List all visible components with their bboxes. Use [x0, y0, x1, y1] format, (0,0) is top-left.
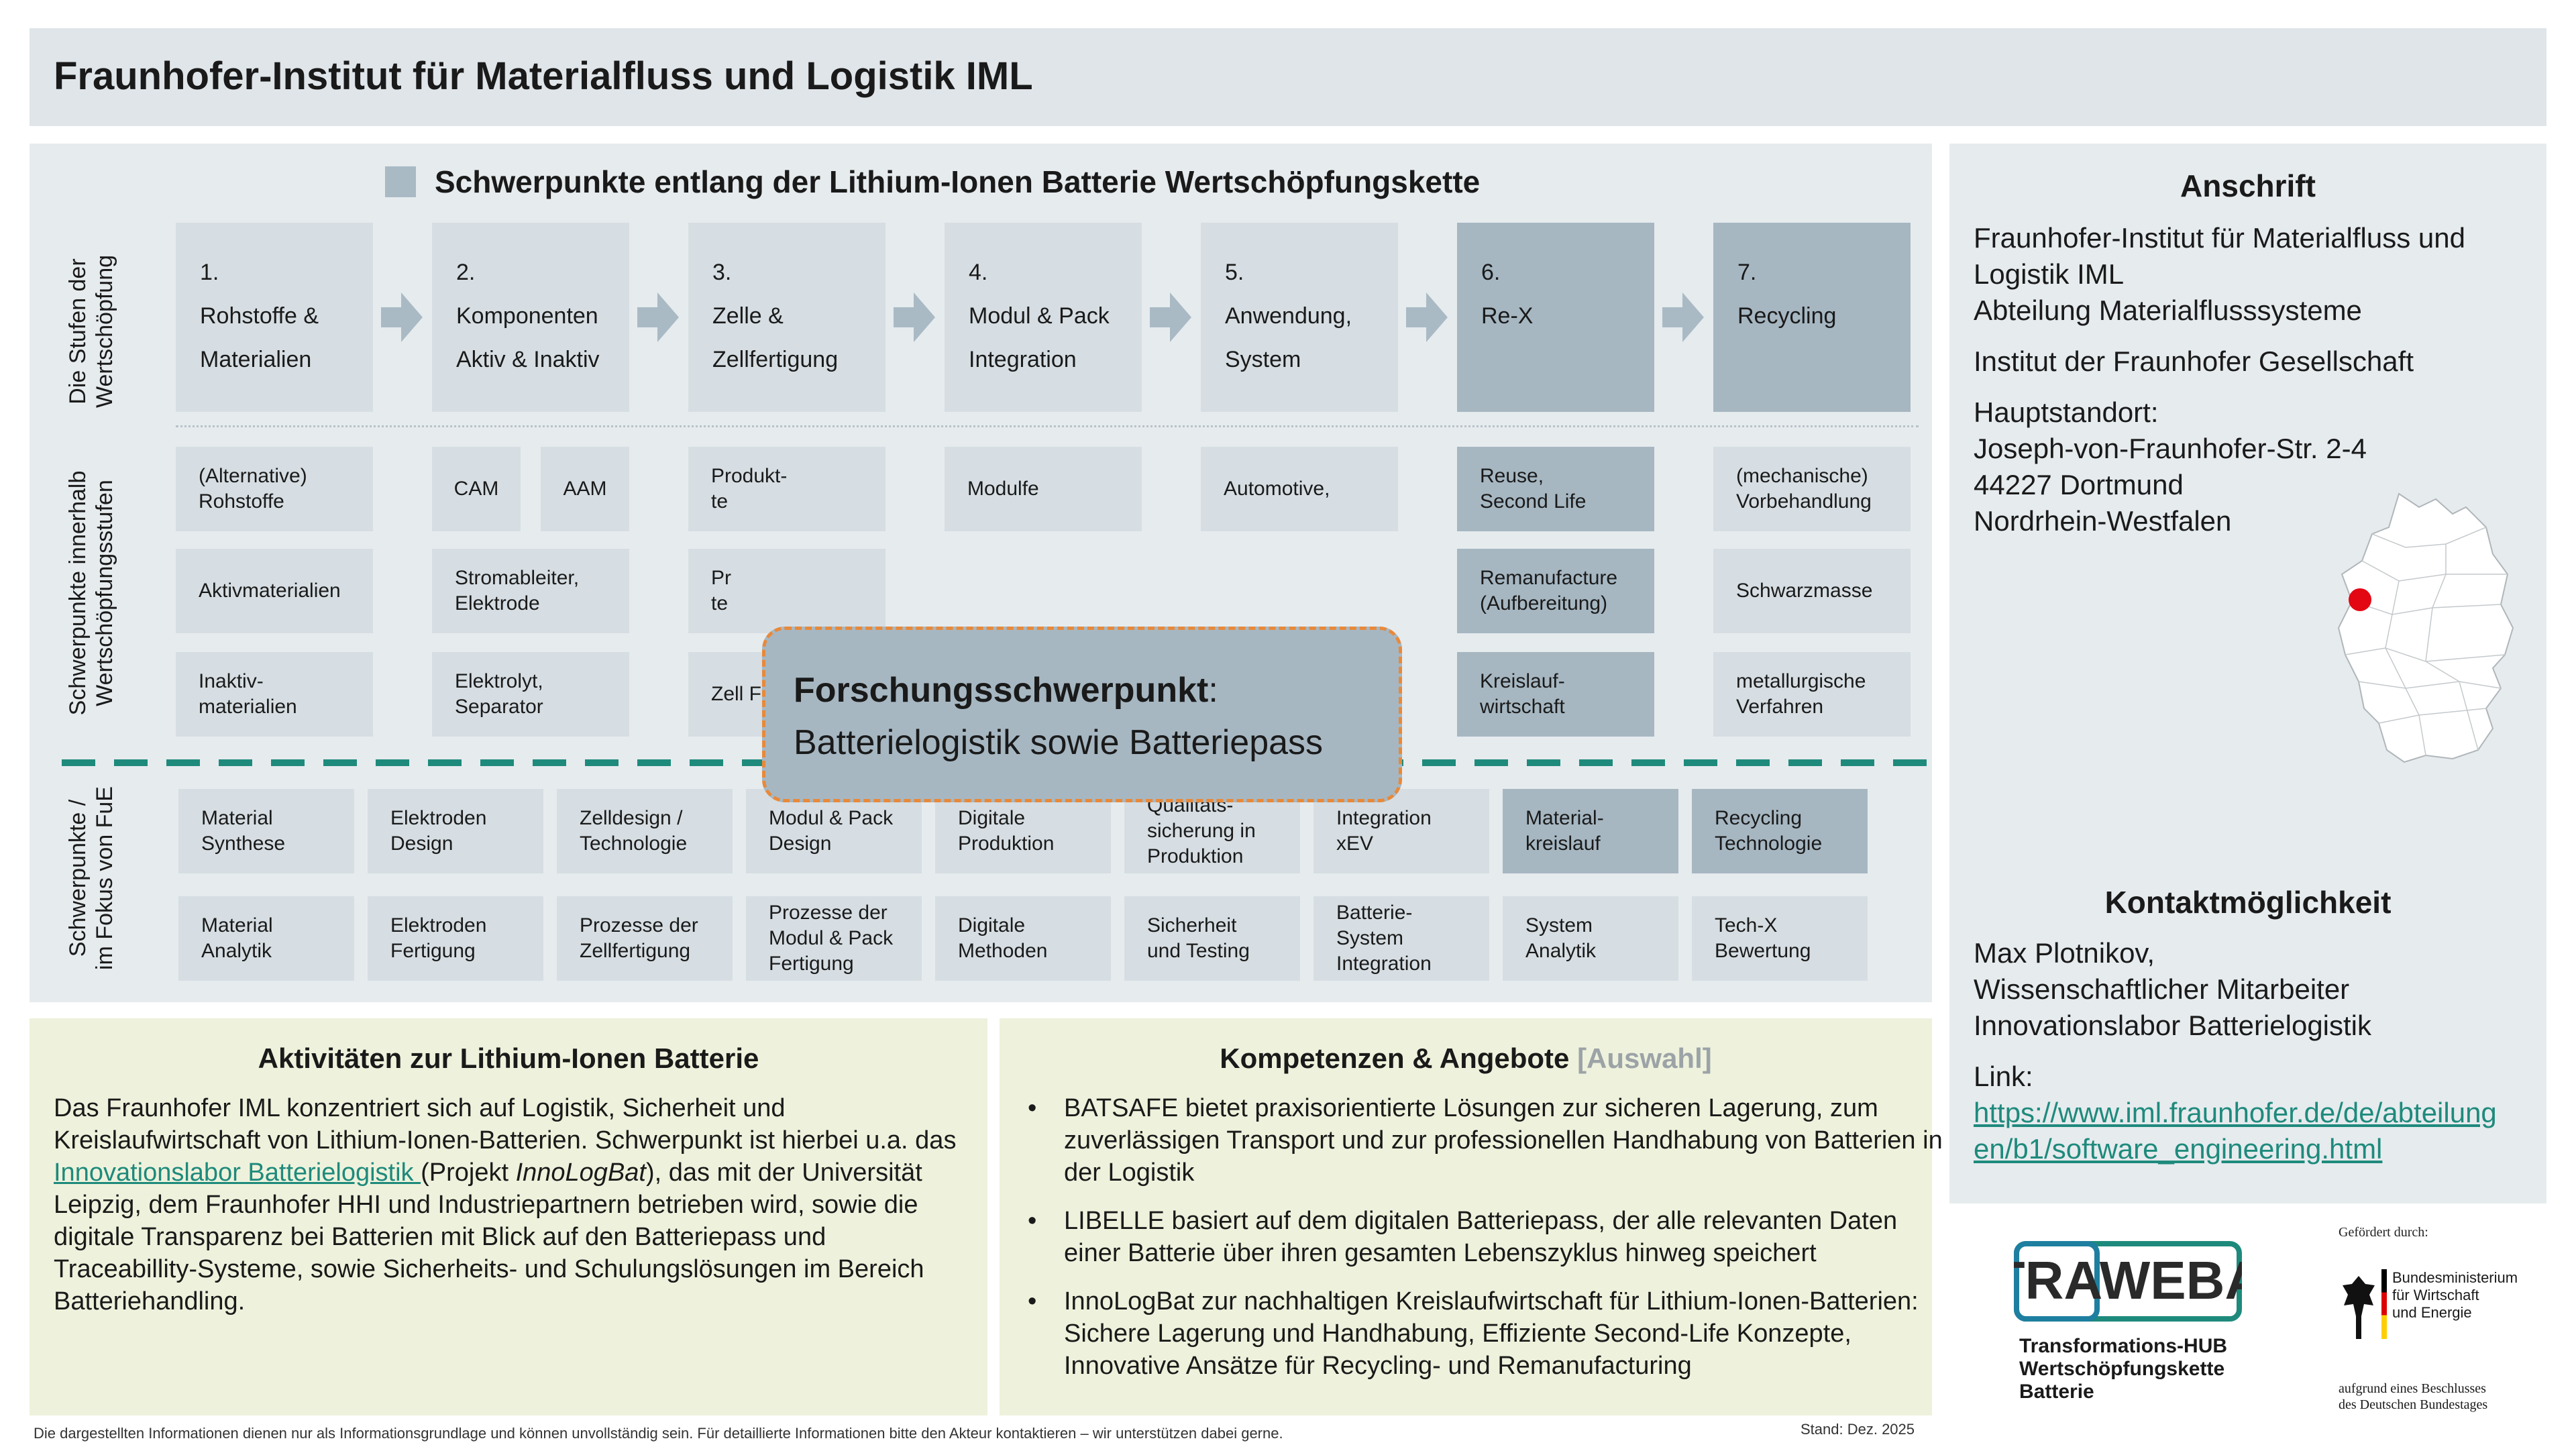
value-chain-cell: AAM	[541, 447, 629, 531]
arrow-right-icon	[637, 292, 679, 342]
contact-link[interactable]: https://www.iml.fraunhofer.de/de/abteilu…	[1974, 1097, 2497, 1128]
rnd-focus-cell: Material Synthese	[178, 789, 354, 873]
competences-heading: Kompetenzen & Angebote [Auswahl]	[1220, 1042, 1712, 1074]
rnd-focus-cell: Prozesse der Zellfertigung	[557, 896, 733, 981]
rnd-focus-cell: Material Analytik	[178, 896, 354, 981]
location-marker	[2349, 588, 2371, 611]
arrow-right-icon	[894, 292, 935, 342]
arrow-right-icon	[1662, 292, 1704, 342]
value-chain-cell: metallurgische Verfahren	[1713, 652, 1911, 737]
value-chain-cell: Produkt- te	[688, 447, 885, 531]
value-chain-cell: Modulfe	[945, 447, 1142, 531]
eagle-icon	[2343, 1276, 2375, 1339]
callout-text: Batterielogistik sowie Batteriepass	[794, 723, 1324, 762]
arrow-right-icon	[1406, 292, 1448, 342]
activities-text: Das Fraunhofer IML konzentriert sich auf…	[54, 1094, 957, 1316]
activities-heading: Aktivitäten zur Lithium-Ionen Batterie	[258, 1042, 759, 1074]
value-chain-panel: Schwerpunkte entlang der Lithium-Ionen B…	[30, 144, 1932, 1002]
value-chain-cell: Stromableiter, Elektrode	[432, 549, 629, 633]
value-chain-title: Schwerpunkte entlang der Lithium-Ionen B…	[385, 164, 1480, 200]
innovationslabor-link[interactable]: Innovationslabor Batterielogistik	[54, 1159, 421, 1187]
value-chain-cell: Kreislauf- wirtschaft	[1457, 652, 1654, 737]
traweba-logo: TRAWEBA	[2014, 1241, 2242, 1322]
rnd-focus-cell: Elektroden Fertigung	[368, 896, 543, 981]
page-title: Fraunhofer-Institut für Materialfluss un…	[54, 54, 1033, 98]
rnd-focus-cell: Digitale Methoden	[935, 896, 1111, 981]
germany-map	[2337, 492, 2514, 763]
competence-item: InnoLogBat zur nachhaltigen Kreislaufwir…	[1024, 1285, 1949, 1382]
competences-list: BATSAFE bietet praxisorientierte Lösunge…	[1024, 1092, 1949, 1398]
arrow-right-icon	[1150, 292, 1191, 342]
arrow-right-icon	[381, 292, 423, 342]
competence-item: LIBELLE basiert auf dem digitalen Batter…	[1024, 1205, 1949, 1269]
rnd-focus-cell: Recycling Technologie	[1692, 789, 1868, 873]
stage-6: 6.Re-X	[1457, 223, 1654, 412]
stand-date: Stand: Dez. 2025	[1801, 1421, 1915, 1438]
stage-1: 1.Rohstoffe &Materialien	[176, 223, 373, 412]
value-chain-cell: Inaktiv- materialien	[176, 652, 373, 737]
competences-panel: Kompetenzen & Angebote [Auswahl] BATSAFE…	[1000, 1018, 1943, 1415]
rnd-focus-cell: Integration xEV	[1313, 789, 1489, 873]
rnd-focus-cell: Material- kreislauf	[1503, 789, 1678, 873]
activities-panel: Aktivitäten zur Lithium-Ionen Batterie D…	[30, 1018, 987, 1415]
address-heading: Anschrift	[2180, 168, 2316, 203]
row-label-rnd: Schwerpunkte /im Fokus von FuE	[65, 786, 117, 970]
address-panel: Anschrift Fraunhofer-Institut für Materi…	[1949, 144, 2546, 1203]
value-chain-heading: Schwerpunkte entlang der Lithium-Ionen B…	[435, 164, 1481, 199]
contact-heading: Kontaktmöglichkeit	[2104, 885, 2392, 920]
rnd-focus-cell: Digitale Produktion	[935, 789, 1111, 873]
address-block: Fraunhofer-Institut für Materialfluss un…	[1974, 222, 2465, 537]
rnd-focus-cell: Prozesse der Modul & Pack Fertigung	[746, 896, 922, 981]
value-chain-cell: (mechanische) Vorbehandlung	[1713, 447, 1911, 531]
callout-label: Forschungsschwerpunkt	[794, 671, 1209, 710]
value-chain-cell: (Alternative) Rohstoffe	[176, 447, 373, 531]
traweba-subtitle: Transformations-HUB Wertschöpfungskette …	[2019, 1335, 2228, 1403]
stage-5: 5.Anwendung,System	[1201, 223, 1398, 412]
competence-item: BATSAFE bietet praxisorientierte Lösunge…	[1024, 1092, 1949, 1189]
research-focus-callout: Forschungsschwerpunkt: Batterielogistik …	[762, 627, 1402, 802]
square-icon	[385, 166, 416, 197]
contact-link-cont[interactable]: en/b1/software_engineering.html	[1974, 1133, 2383, 1165]
rnd-focus-cell: Tech-X Bewertung	[1692, 896, 1868, 981]
title-bar: Fraunhofer-Institut für Materialfluss un…	[30, 28, 2546, 126]
rnd-focus-cell: Zelldesign / Technologie	[557, 789, 733, 873]
value-chain-cell: Pr te	[688, 549, 885, 633]
rnd-focus-cell: Elektroden Design	[368, 789, 543, 873]
svg-text:TRAWEBA: TRAWEBA	[2014, 1250, 2242, 1310]
value-chain-cell: Remanufacture (Aufbereitung)	[1457, 549, 1654, 633]
rnd-focus-cell: Batterie- System Integration	[1313, 896, 1489, 981]
value-chain-cell: Reuse, Second Life	[1457, 447, 1654, 531]
value-chain-cell: Elektrolyt, Separator	[432, 652, 629, 737]
disclaimer: Die dargestellten Informationen dienen n…	[34, 1425, 1283, 1442]
rnd-focus-cell: System Analytik	[1503, 896, 1678, 981]
bmwk-logo: Gefördert durch: Bundesministerium für W…	[2339, 1225, 2518, 1412]
stage-7: 7.Recycling	[1713, 223, 1911, 412]
rnd-focus-cell: Modul & Pack Design	[746, 789, 922, 873]
stage-separator	[176, 425, 1919, 427]
value-chain-cell: Automotive,	[1201, 447, 1398, 531]
value-chain-cell: Schwarzmasse	[1713, 549, 1911, 633]
flag-stripe	[2381, 1269, 2387, 1339]
value-chain-cell: CAM	[432, 447, 521, 531]
rnd-focus-cell: Sicherheit und Testing	[1124, 896, 1300, 981]
stage-3: 3.Zelle &Zellfertigung	[688, 223, 885, 412]
value-chain-cell: Aktivmaterialien	[176, 549, 373, 633]
contact-block: Max Plotnikov, Wissenschaftlicher Mitarb…	[1974, 935, 2497, 1167]
